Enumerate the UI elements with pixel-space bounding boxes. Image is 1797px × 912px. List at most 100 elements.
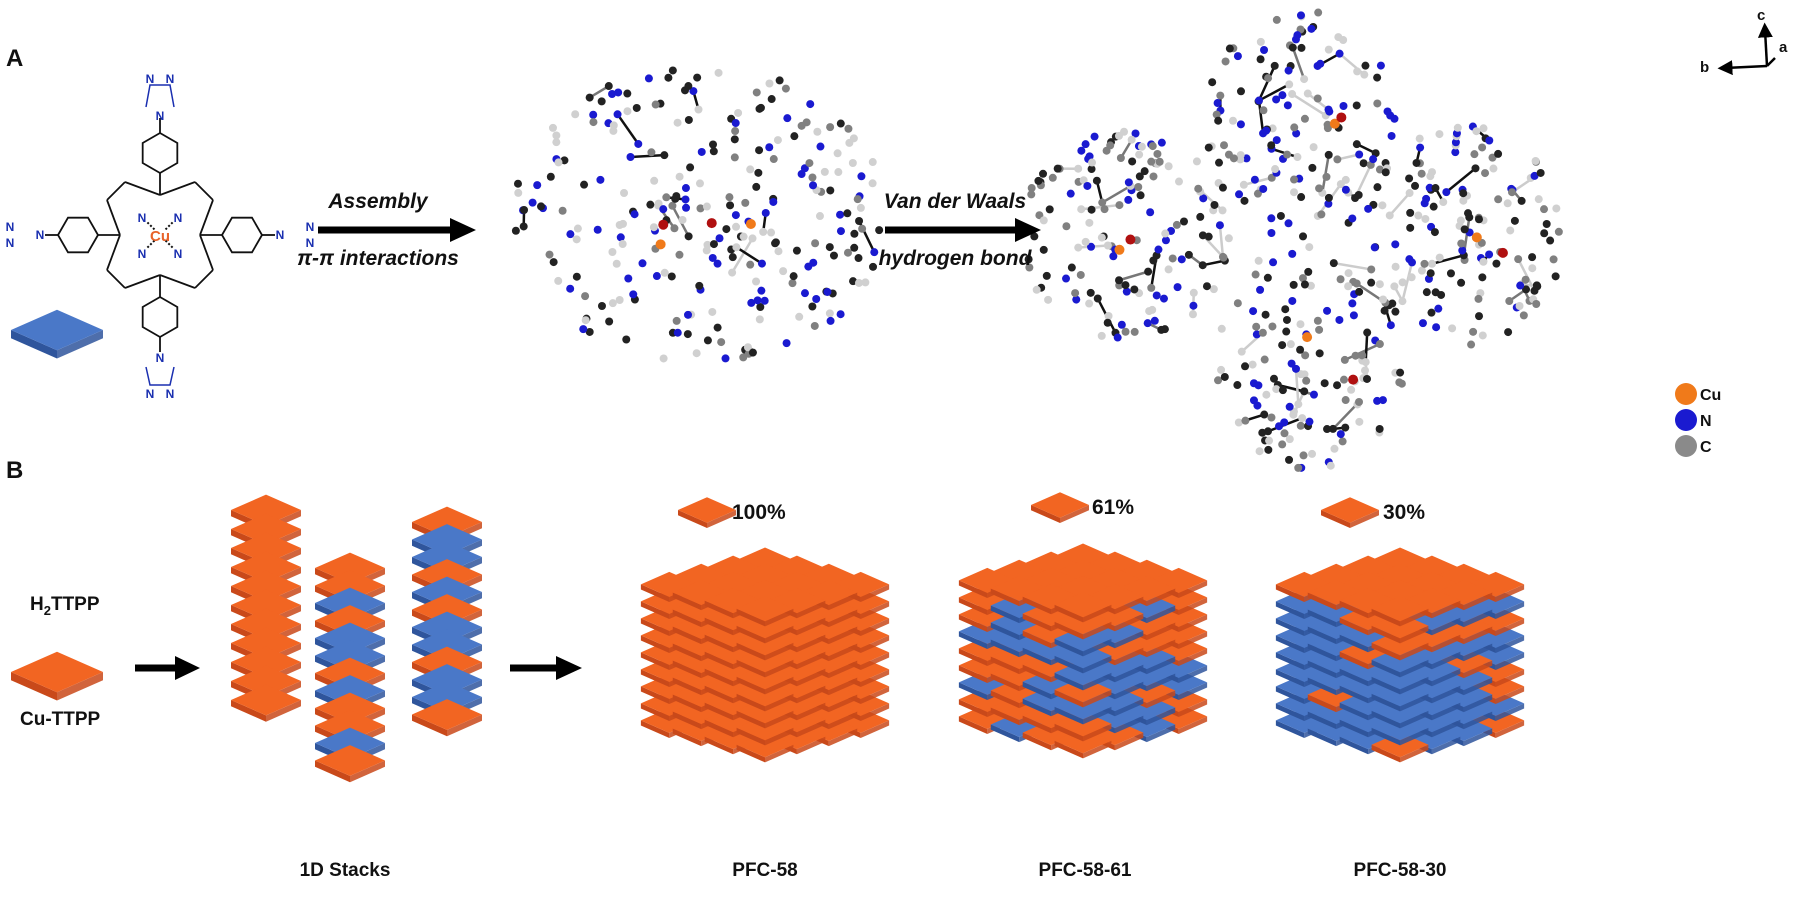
atom [1425, 183, 1434, 192]
svg-text:N: N [156, 351, 165, 365]
atom [673, 118, 682, 127]
atom [708, 253, 717, 262]
atom [1448, 324, 1457, 333]
atom [1136, 191, 1145, 200]
atom [1549, 255, 1558, 264]
atom [1390, 114, 1399, 123]
atom [1221, 57, 1230, 66]
atom [1113, 333, 1122, 342]
cu-ttpp-plate [1054, 592, 1112, 623]
atom [571, 110, 580, 119]
atom [1344, 269, 1353, 278]
atom [630, 210, 639, 219]
atom [1478, 143, 1487, 152]
atom [1278, 341, 1287, 350]
atom [1288, 296, 1297, 305]
atom [800, 164, 809, 173]
atom [1510, 216, 1519, 225]
atom [1209, 285, 1218, 294]
atom [1220, 141, 1229, 150]
atom [731, 127, 740, 136]
atom [1053, 164, 1062, 173]
atom [715, 234, 724, 243]
svg-text:N: N [276, 228, 285, 242]
atom [1437, 290, 1446, 299]
atom [1234, 418, 1243, 427]
atom [1074, 164, 1083, 173]
atom [1434, 304, 1443, 313]
atom [713, 323, 722, 332]
atom [596, 175, 605, 184]
atom [1478, 331, 1487, 340]
atom [1435, 253, 1444, 262]
atom [1045, 205, 1054, 214]
atom [1316, 59, 1325, 68]
atom [608, 299, 617, 308]
atom [695, 179, 704, 188]
pfc58-30-percent: 30% [1383, 501, 1425, 524]
atom [1153, 149, 1162, 158]
atom [1508, 188, 1517, 197]
atom [511, 226, 520, 235]
atom [721, 354, 730, 363]
atom [1375, 424, 1384, 433]
packing-crystal-structure [1024, 8, 1563, 472]
atom [1367, 265, 1376, 274]
atom [854, 254, 863, 263]
atom [1115, 201, 1124, 210]
atom [1305, 417, 1314, 426]
atom [1278, 440, 1287, 449]
atom [1233, 52, 1242, 61]
atom [1172, 220, 1181, 229]
assembly-arrow: Assembly π-π interactions [297, 190, 476, 270]
atom [647, 148, 656, 157]
atom [731, 119, 740, 128]
atom [1260, 355, 1269, 364]
atom [1121, 327, 1130, 336]
atom [1347, 385, 1356, 394]
atom [1302, 376, 1311, 385]
atom [1202, 282, 1211, 291]
atom [843, 248, 852, 257]
atom [1297, 43, 1306, 52]
atom [672, 192, 681, 201]
atom [755, 146, 764, 155]
atom [623, 89, 632, 98]
atom [626, 152, 635, 161]
atom [1306, 281, 1315, 290]
atom [546, 172, 555, 181]
atom [1288, 249, 1297, 258]
atom [1421, 214, 1430, 223]
atom [1097, 331, 1106, 340]
atom [1489, 164, 1498, 173]
atom [1300, 387, 1309, 396]
atom [1287, 359, 1296, 368]
atom [850, 229, 859, 238]
atom [659, 354, 668, 363]
atom [759, 227, 768, 236]
atom [1358, 351, 1367, 360]
atom [820, 167, 829, 176]
atom [1241, 362, 1250, 371]
atom [1077, 205, 1086, 214]
atom [1283, 150, 1292, 159]
atom [1147, 157, 1156, 166]
atom [573, 224, 582, 233]
atom [853, 195, 862, 204]
atom [678, 215, 687, 224]
atom [589, 110, 598, 119]
cu-atom [1348, 374, 1359, 385]
hydrogen-bond-label: hydrogen bond [879, 247, 1033, 270]
atom [1398, 297, 1407, 306]
atom [1373, 73, 1382, 82]
atom [1270, 61, 1279, 70]
atom [1412, 158, 1421, 167]
atom [1344, 282, 1353, 291]
atom [1152, 291, 1161, 300]
atom [1503, 199, 1512, 208]
atom [1280, 429, 1289, 438]
atom [1083, 181, 1092, 190]
atom [1339, 375, 1348, 384]
atom [1155, 157, 1164, 166]
atom [1216, 91, 1225, 100]
